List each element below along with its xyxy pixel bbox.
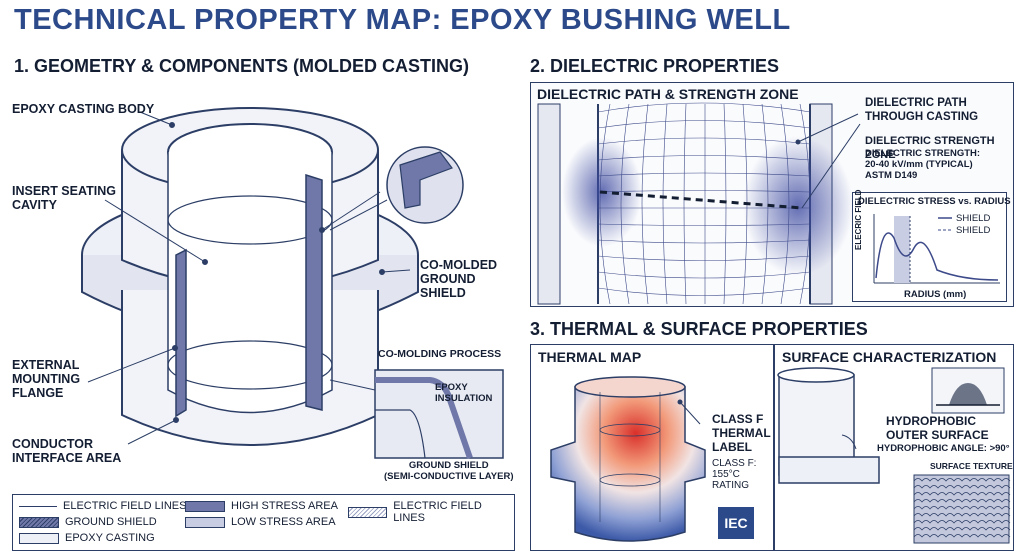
dielectric-field-diagram <box>537 102 861 305</box>
dielectric-zone-detail: DIELECTRIC STRENGTH: 20-40 kV/mm (TYPICA… <box>865 148 981 181</box>
hydrophobic-angle-detail: HYDROPHOBIC ANGLE: >90° <box>877 443 1010 454</box>
dielectric-path-label: DIELECTRIC PATH THROUGH CASTING <box>865 97 979 123</box>
stress-legend-1: SHIELD <box>956 213 991 224</box>
dielectric-pane-title: DIELECTRIC PATH & STRENGTH ZONE <box>537 86 799 102</box>
stress-chart <box>852 192 1007 302</box>
label-conductor-interface: CONDUCTOR INTERFACE AREA <box>12 437 122 465</box>
stress-ylabel: ELECRIC FIELD <box>854 189 863 250</box>
page-title: TECHNICAL PROPERTY MAP: EPOXY BUSHING WE… <box>14 4 791 36</box>
surface-pane <box>774 344 1014 551</box>
thermal-class-detail: CLASS F: 155°C RATING <box>712 458 757 491</box>
label-ground-shield: CO-MOLDED GROUND SHIELD <box>420 258 498 300</box>
thermal-class-label: CLASS F THERMAL LABEL <box>712 412 771 454</box>
thermal-pane-title: THERMAL MAP <box>538 349 642 365</box>
iec-logo: IEC <box>718 507 754 539</box>
label-insert-cavity: INSERT SEATING CAVITY <box>12 184 116 212</box>
legend-item-ground-shield: GROUND SHIELD <box>19 516 157 528</box>
bushing-geometry-diagram <box>81 107 504 459</box>
comolding-title: CO-MOLDING PROCESS <box>378 348 502 360</box>
legend-item-field-hatch: ELECTRIC FIELD LINES <box>348 500 514 524</box>
section1-heading: 1. GEOMETRY & COMPONENTS (MOLDED CASTING… <box>14 56 470 76</box>
section2-heading: 2. DIELECTRIC PROPERTIES <box>530 56 780 76</box>
surface-pane-title: SURFACE CHARACTERIZATION <box>782 349 997 365</box>
surface-texture-label: SURFACE TEXTURE <box>930 461 1013 471</box>
legend-item-high-stress: HIGH STRESS AREA <box>185 500 338 512</box>
legend-box: ELECTRIC FIELD LINES HIGH STRESS AREA EL… <box>12 494 515 551</box>
stress-chart-title: DIELECTRIC STRESS vs. RADIUS <box>858 196 1011 207</box>
stress-legend-2: SHIELD <box>956 225 991 236</box>
surface-diagram <box>777 367 1011 544</box>
stress-xlabel: RADIUS (mm) <box>904 289 967 300</box>
stress-chart-plot <box>873 214 1000 284</box>
thermal-map-diagram <box>550 376 706 542</box>
dielectric-zone-label: DIELECTRIC STRENGTH ZONE <box>865 135 995 161</box>
label-epoxy-body: EPOXY CASTING BODY <box>12 102 155 116</box>
hydrophobic-label: HYDROPHOBIC OUTER SURFACE <box>886 414 989 442</box>
comolding-epoxy-label: EPOXY INSULATION <box>435 382 493 404</box>
section3-heading: 3. THERMAL & SURFACE PROPERTIES <box>530 319 868 339</box>
thermal-pane <box>530 344 774 551</box>
comolding-ground-label: GROUND SHIELD (SEMI-CONDUCTIVE LAYER) <box>384 460 514 482</box>
legend-item-epoxy-casting: EPOXY CASTING <box>19 532 155 544</box>
label-mounting-flange: EXTERNAL MOUNTING FLANGE <box>12 358 81 400</box>
legend-item-field-lines: ELECTRIC FIELD LINES <box>19 500 186 512</box>
legend-item-low-stress: LOW STRESS AREA <box>185 516 336 528</box>
